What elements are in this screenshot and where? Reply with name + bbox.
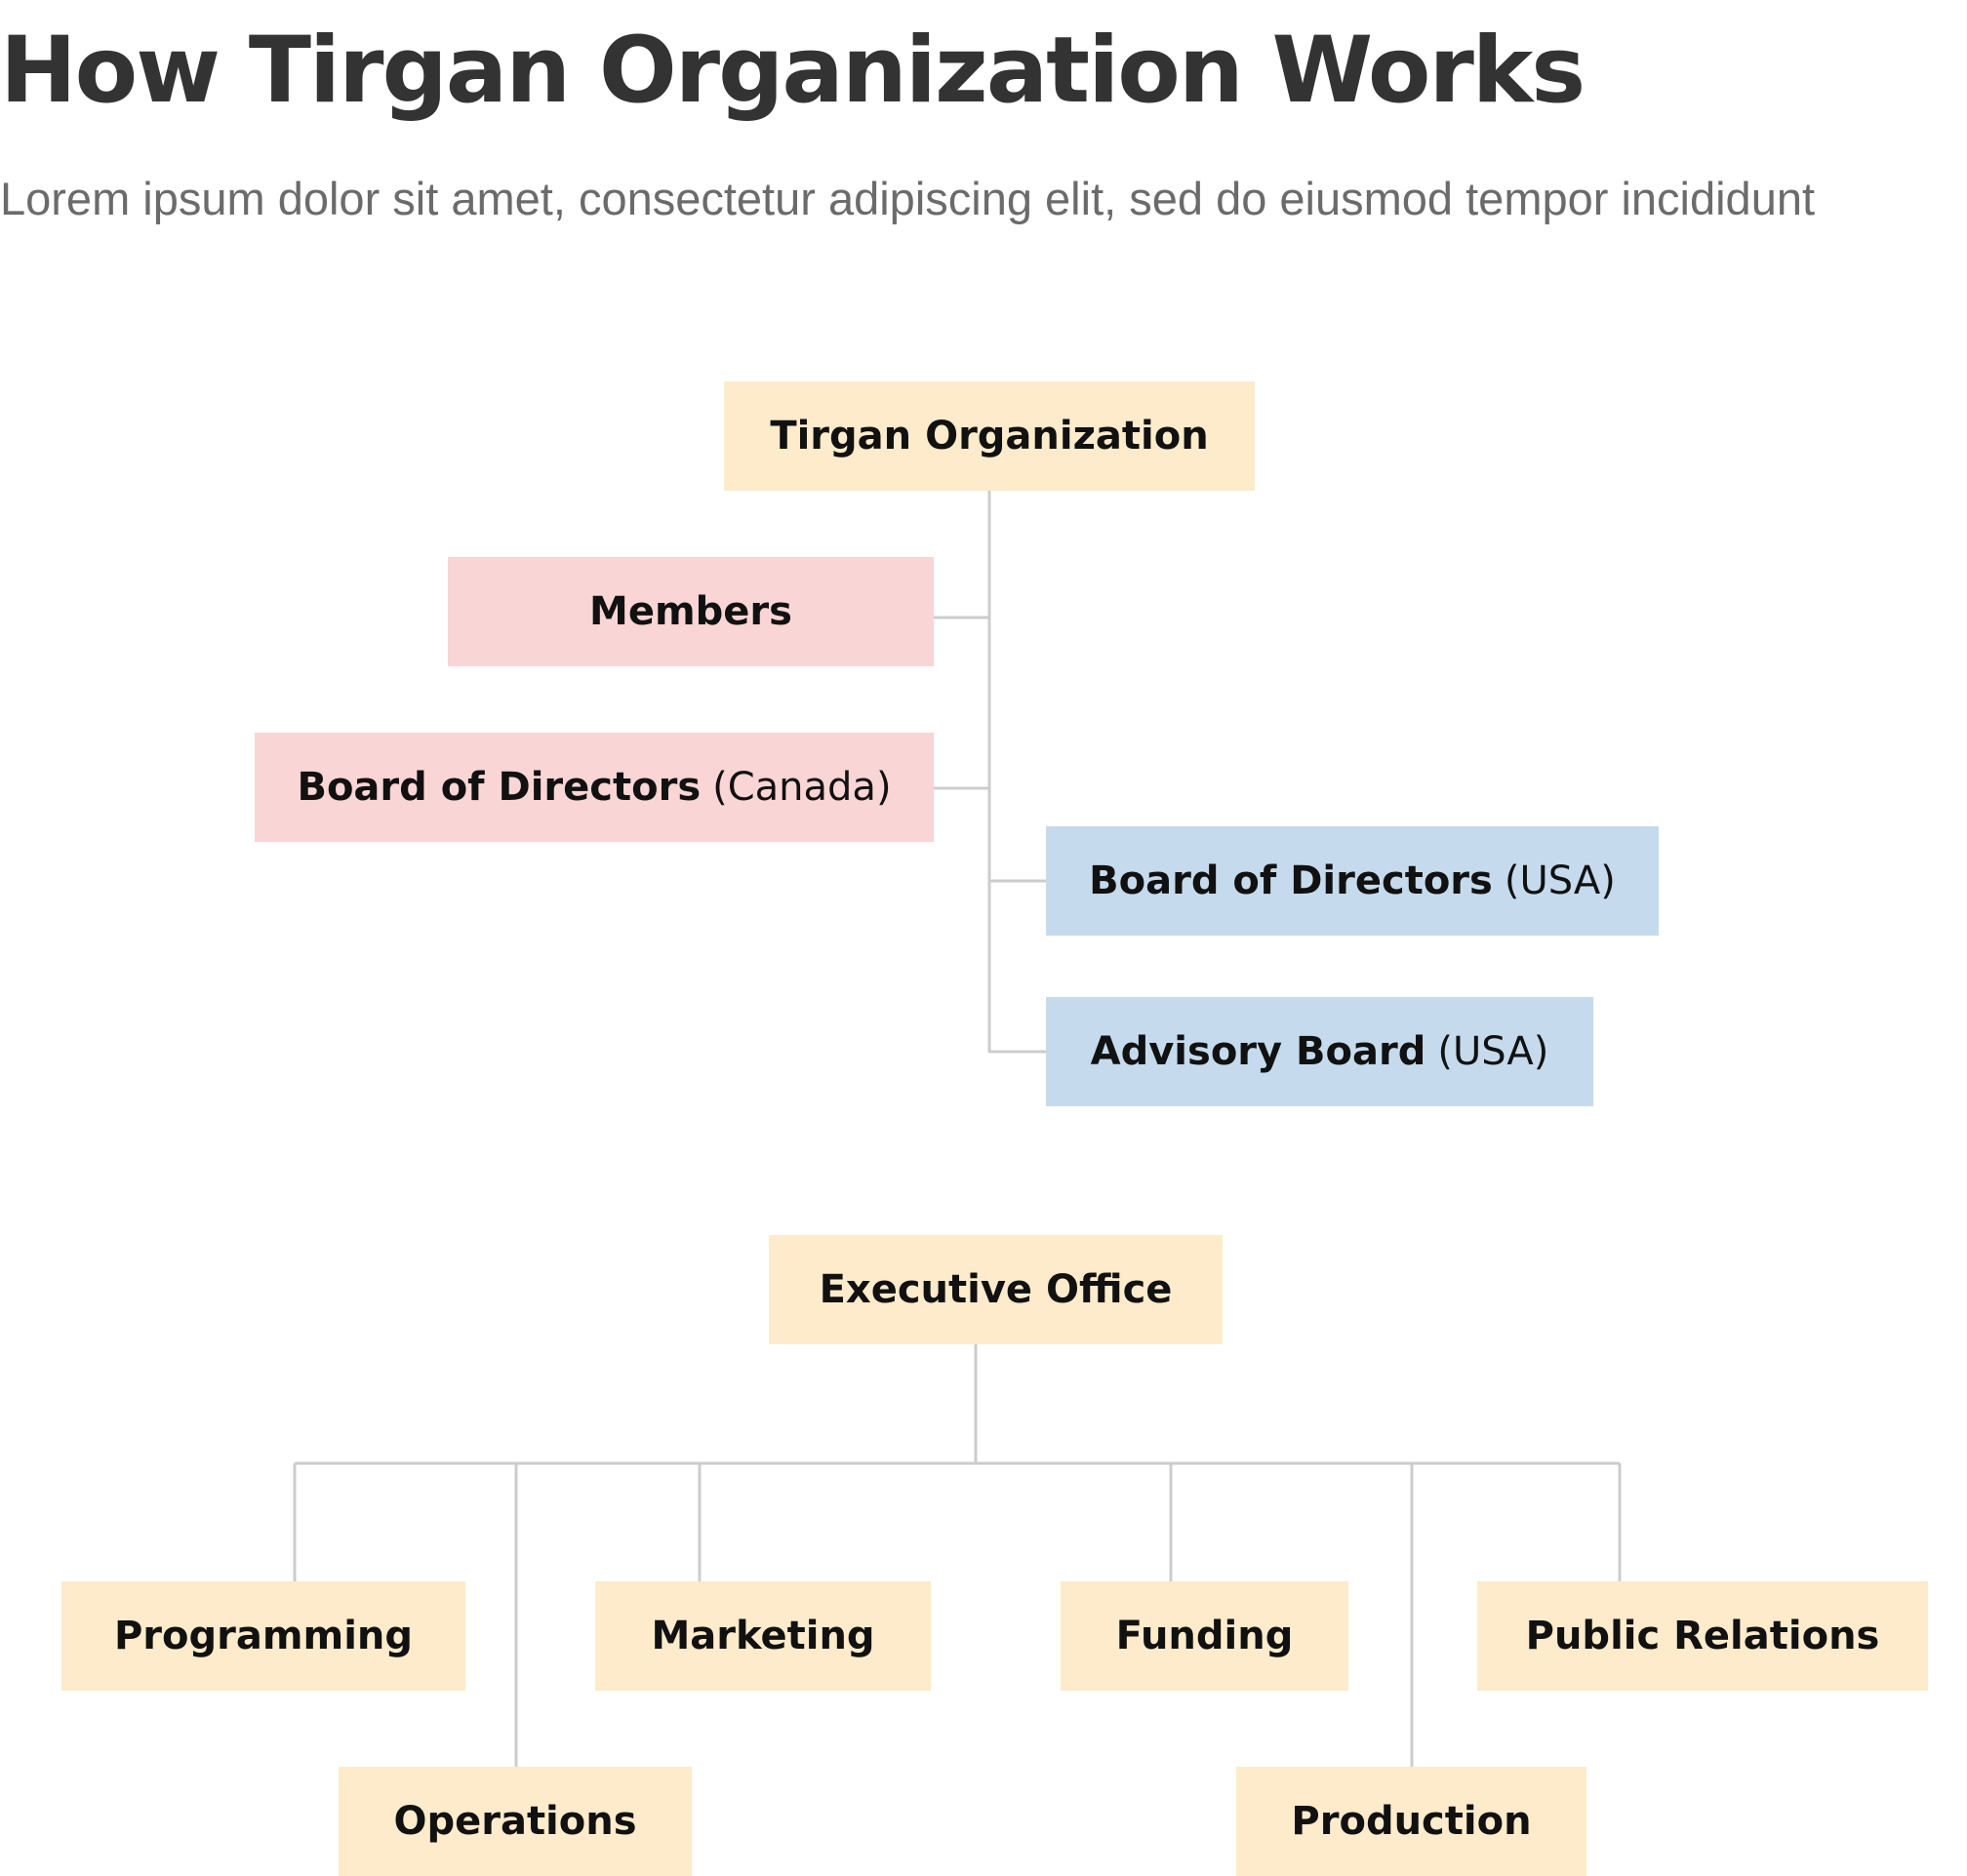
page-title: How Tirgan Organization Works [0,18,1586,124]
node-label: Executive Office [819,1267,1173,1312]
node-programming: Programming [61,1581,465,1691]
node-label: Marketing [651,1614,875,1658]
node-label: Board of Directors [297,765,702,810]
node-production: Production [1236,1767,1586,1876]
node-advisory-board-usa: Advisory Board (USA) [1046,997,1593,1106]
node-operations: Operations [339,1767,692,1876]
node-label: Tirgan Organization [770,414,1209,459]
node-label: Operations [393,1799,637,1844]
node-label: Funding [1115,1614,1294,1658]
node-executive-office: Executive Office [769,1235,1223,1344]
node-label: Public Relations [1525,1614,1880,1658]
node-public-relations: Public Relations [1477,1581,1928,1691]
node-board-of-directors-canada: Board of Directors (Canada) [255,733,934,842]
node-label: Programming [113,1614,414,1658]
node-tirgan-organization: Tirgan Organization [724,381,1255,491]
node-board-of-directors-usa: Board of Directors (USA) [1046,826,1659,936]
node-marketing: Marketing [595,1581,931,1691]
node-funding: Funding [1061,1581,1348,1691]
node-label: Production [1291,1799,1532,1844]
page-subtitle: Lorem ipsum dolor sit amet, consectetur … [0,173,1816,224]
node-label: Board of Directors [1089,858,1493,903]
node-label: Advisory Board [1090,1029,1426,1074]
node-label: Members [589,589,792,634]
node-members: Members [448,557,934,666]
node-suffix: (Canada) [712,765,892,810]
node-suffix: (USA) [1504,858,1616,903]
node-suffix: (USA) [1437,1029,1549,1074]
